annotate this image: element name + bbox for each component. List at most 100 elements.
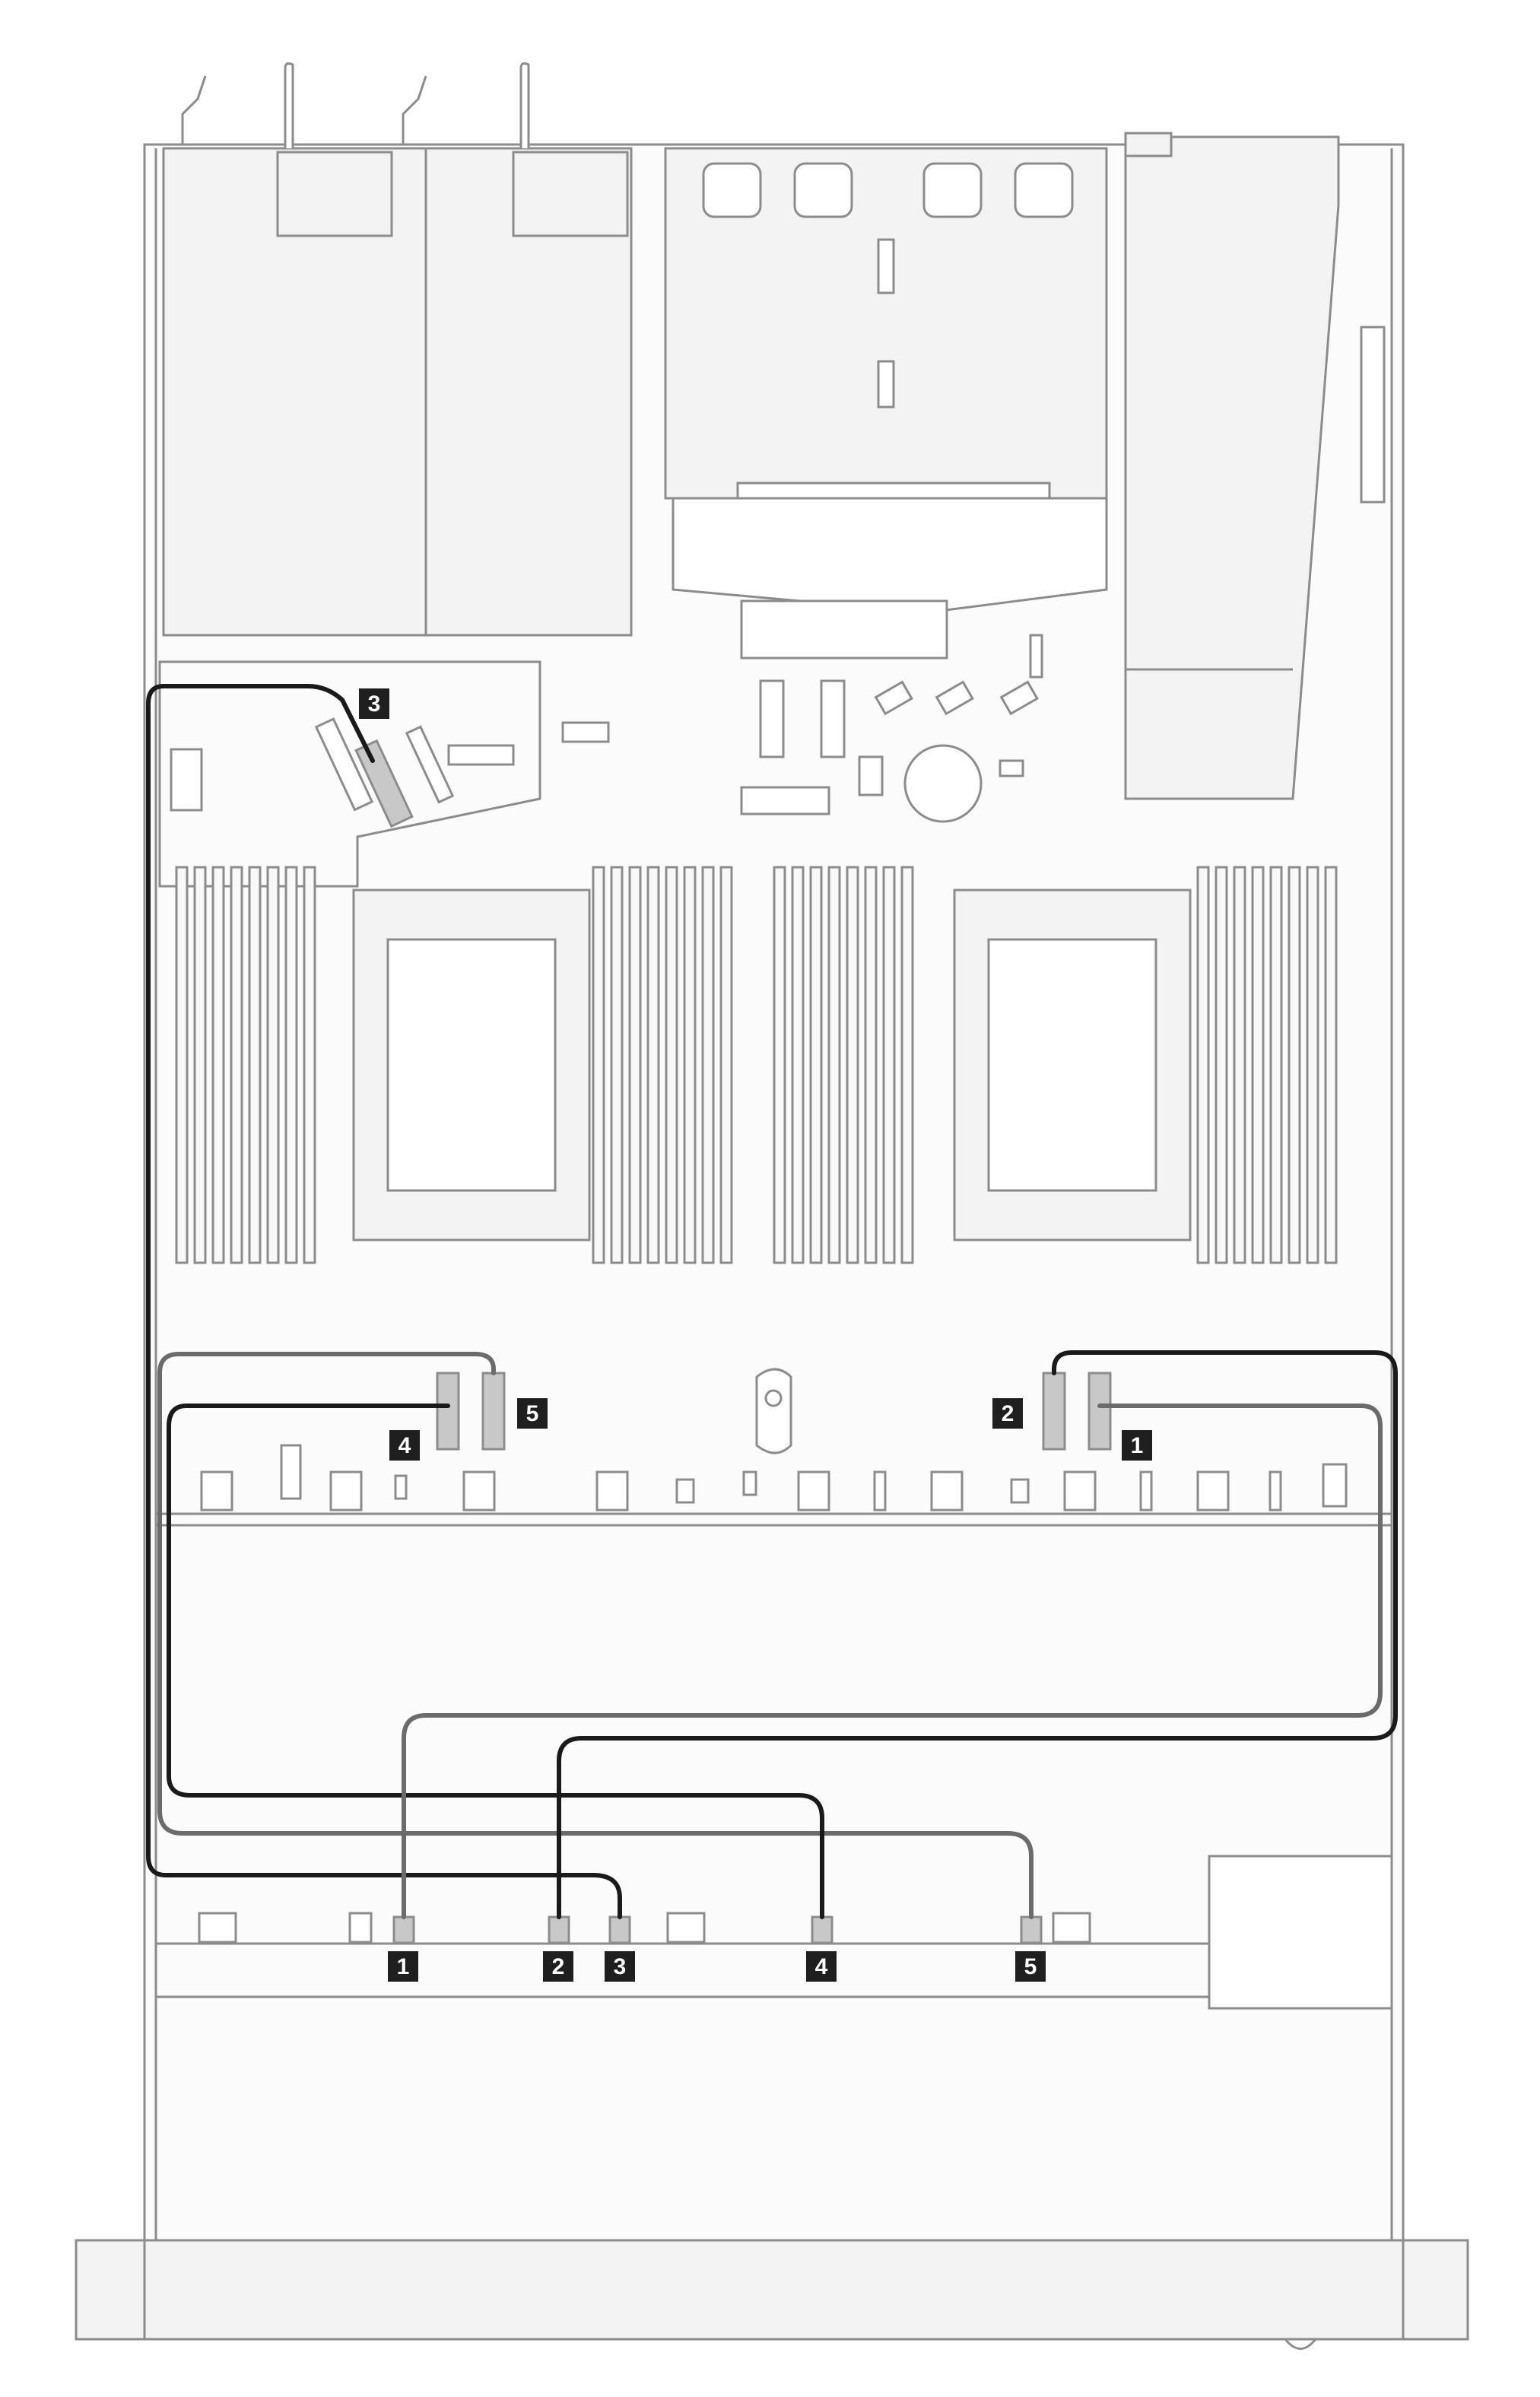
- callout-backplane-1: 1: [388, 1951, 418, 1982]
- dimm-slot-19: [809, 866, 823, 1264]
- board-connector-small-2: [561, 721, 610, 743]
- board-connector-5: [481, 1372, 506, 1451]
- dimm-slot-21: [846, 866, 859, 1264]
- callout-backplane-1-label: 1: [397, 1954, 410, 1979]
- front-board-component-16: [1269, 1470, 1282, 1512]
- callout-board-1: 1: [1122, 1430, 1152, 1461]
- dimm-slot-12: [646, 866, 660, 1264]
- cable-3: [146, 684, 622, 1919]
- callout-board-5-label: 5: [526, 1401, 539, 1426]
- psu-lever-1: [284, 62, 294, 148]
- board-header-left: [170, 748, 203, 812]
- callout-backplane-3: 3: [605, 1951, 635, 1982]
- front-board-component-11: [930, 1470, 964, 1512]
- dimm-slot-32: [1324, 866, 1338, 1264]
- front-board-component-17: [1322, 1463, 1348, 1508]
- dimm-slot-24: [900, 866, 914, 1264]
- dimm-slot-14: [683, 866, 697, 1264]
- backplane-side-block: [1208, 1855, 1393, 2010]
- backplane-pad-b: [348, 1912, 373, 1944]
- callout-board-3-label: 3: [368, 691, 381, 717]
- backplane-connector-1: [392, 1915, 415, 1944]
- dimm-slot-30: [1288, 866, 1301, 1264]
- psu-handle-1: [276, 151, 393, 237]
- front-bezel-body: [75, 2239, 1469, 2341]
- dimm-slot-23: [882, 866, 896, 1264]
- board-chip-4: [740, 786, 830, 815]
- psu-handle-2: [512, 151, 629, 237]
- riser-slot-2: [793, 162, 853, 218]
- riser-2-top-tab: [1124, 132, 1173, 157]
- cable-4: [167, 1404, 824, 1919]
- callout-board-2: 2: [992, 1398, 1023, 1429]
- riser-slot-3: [922, 162, 983, 218]
- cable-1: [402, 1404, 1383, 1919]
- front-board-component-6: [595, 1470, 629, 1512]
- power-supply-bays: [162, 62, 633, 637]
- callout-board-5: 5: [517, 1398, 548, 1429]
- dimm-slot-16: [719, 866, 733, 1264]
- riser-2-card: [1124, 135, 1340, 800]
- riser-bracket-1: [877, 238, 895, 294]
- board-chip-2: [820, 679, 846, 758]
- m2-connectors: [314, 717, 455, 828]
- front-board-component-10: [873, 1470, 887, 1512]
- coin-battery: [903, 744, 983, 823]
- dimm-slot-7: [284, 866, 298, 1264]
- front-board-component-3: [329, 1470, 363, 1512]
- dimm-slot-28: [1251, 866, 1265, 1264]
- m2-slot-outline: [158, 660, 541, 888]
- front-board-component-7: [675, 1478, 695, 1504]
- callout-board-2-label: 2: [1002, 1401, 1014, 1426]
- baffle-rail: [736, 482, 1051, 500]
- callout-board-1-label: 1: [1131, 1433, 1144, 1458]
- dimm-slot-15: [701, 866, 715, 1264]
- callout-board-3: 3: [359, 688, 389, 719]
- board-connector-4: [436, 1372, 460, 1451]
- dimm-slot-1: [175, 866, 189, 1264]
- callout-board-4-label: 4: [398, 1433, 411, 1458]
- callout-backplane-4-label: 4: [815, 1954, 828, 1979]
- psu-latch-2: [402, 75, 427, 145]
- dimm-slot-13: [665, 866, 678, 1264]
- backplane-connector-2: [548, 1915, 570, 1944]
- callout-board-4: 4: [389, 1430, 420, 1461]
- board-standoff-hole: [764, 1389, 783, 1407]
- callout-backplane-2-label: 2: [552, 1954, 565, 1979]
- front-board-component-13: [1063, 1470, 1097, 1512]
- dimm-slot-10: [610, 866, 624, 1264]
- callout-backplane-5-label: 5: [1024, 1954, 1037, 1979]
- front-bezel-right-ear: [1402, 2239, 1469, 2341]
- board-connectors: [436, 1372, 1112, 1451]
- board-connector-1: [1088, 1372, 1112, 1451]
- dimm-slot-9: [592, 866, 605, 1264]
- psu-lever-2: [519, 62, 530, 148]
- board-connector-2: [1042, 1372, 1066, 1451]
- board-connector-small: [447, 744, 515, 766]
- front-board-component-5: [462, 1470, 496, 1512]
- dimm-banks: [175, 866, 1338, 1264]
- dimm-slot-25: [1196, 866, 1210, 1264]
- board-standoff-slot: [755, 1368, 792, 1454]
- riser-slot-4: [1014, 162, 1074, 218]
- board-chip-3: [858, 755, 884, 796]
- front-bezel-left-ear: [75, 2239, 146, 2341]
- dimm-slot-4: [230, 866, 243, 1264]
- dimm-slot-26: [1215, 866, 1228, 1264]
- dimm-slot-27: [1233, 866, 1246, 1264]
- cable-2: [557, 1350, 1398, 1919]
- system-board-misc: [158, 634, 1043, 888]
- board-chip-8: [935, 680, 974, 716]
- chipset-heatsink: [740, 599, 948, 660]
- front-board-component-4: [394, 1474, 408, 1500]
- backplane-connector-4: [811, 1915, 834, 1944]
- dimm-slot-17: [773, 866, 786, 1264]
- front-bezel: [75, 2239, 1469, 2350]
- processor-1-die: [386, 938, 557, 1192]
- callout-backplane-3-label: 3: [614, 1954, 627, 1979]
- m2-connector-a: [314, 717, 374, 812]
- callout-backplane-4: 4: [806, 1951, 837, 1982]
- dimm-slot-18: [791, 866, 805, 1264]
- callout-backplane-5: 5: [1015, 1951, 1046, 1982]
